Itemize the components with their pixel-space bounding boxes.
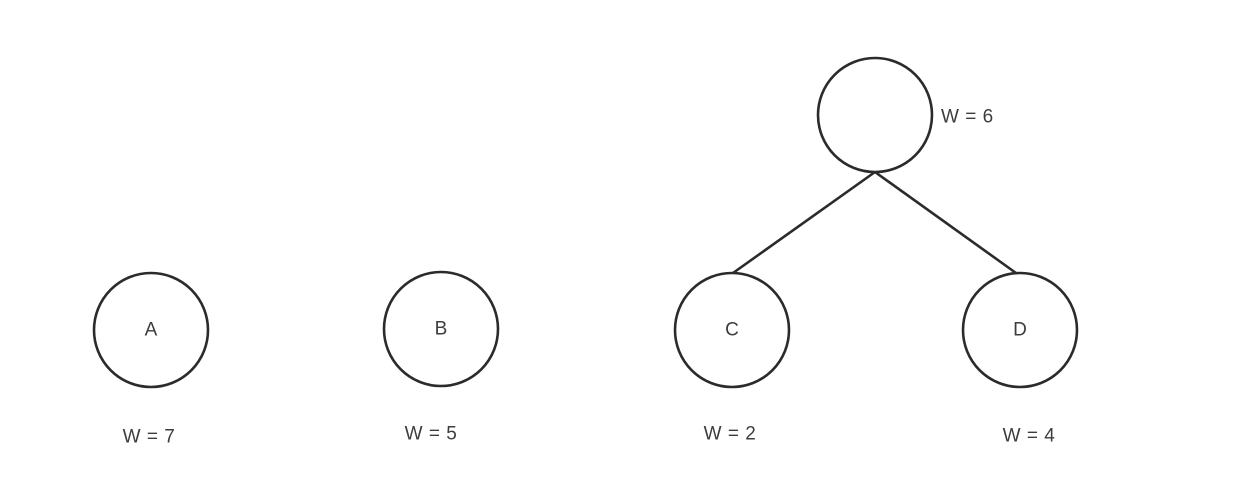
weight-label-B: W = 5 <box>405 424 458 445</box>
node-circle-A <box>92 271 210 389</box>
weight-label-D: W = 4 <box>1003 426 1056 447</box>
node-circle-C <box>673 271 791 389</box>
edge-root-D <box>873 170 1018 275</box>
weight-label-A: W = 7 <box>123 427 176 448</box>
node-circle-B <box>382 270 500 388</box>
node-circle-root <box>816 56 934 174</box>
edge-root-C <box>731 170 877 275</box>
node-label-C: C <box>725 320 739 341</box>
node-label-B: B <box>435 319 448 340</box>
weight-label-C: W = 2 <box>704 424 757 445</box>
node-circle-D <box>961 271 1079 389</box>
node-label-A: A <box>145 320 158 341</box>
weight-label-root: W = 6 <box>941 107 994 128</box>
node-label-D: D <box>1013 320 1027 341</box>
